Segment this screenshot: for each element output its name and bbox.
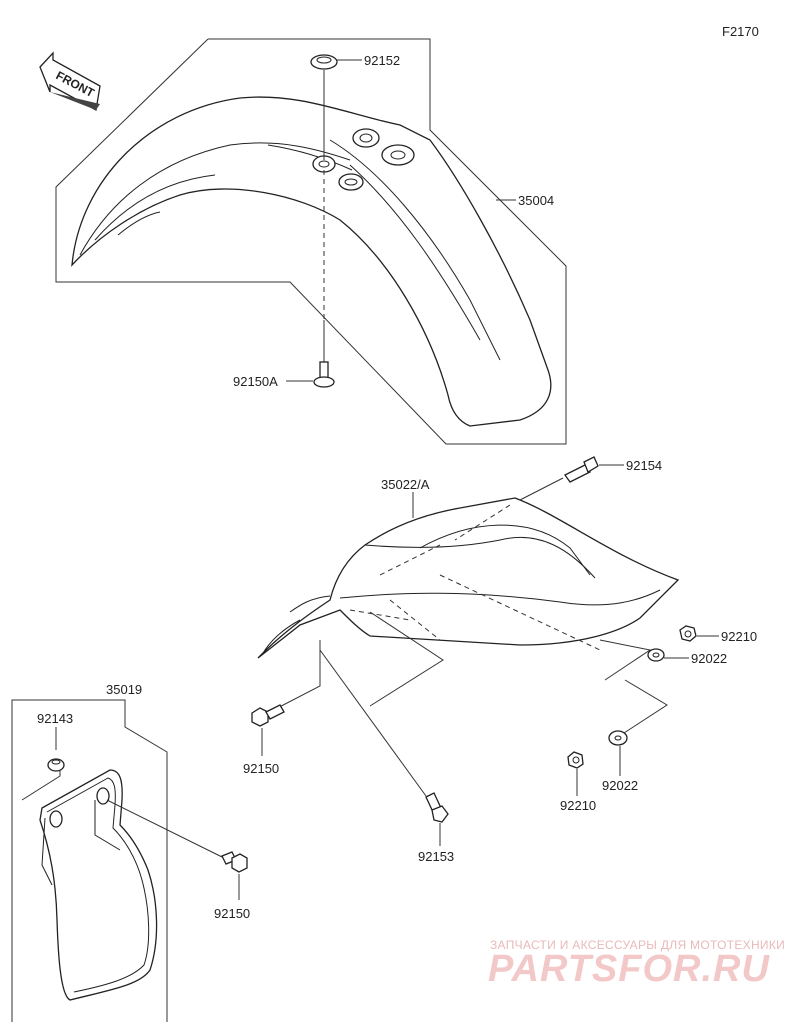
callout-35004: 35004 (518, 193, 554, 208)
callout-92150A: 92150A (233, 374, 278, 389)
callout-92022-bottom: 92022 (602, 778, 638, 793)
watermark-logo: PARTSFOR.RU (488, 948, 770, 990)
front-fender-group-outline (55, 38, 567, 445)
figure-code: F2170 (722, 24, 759, 39)
callout-92210-top: 92210 (721, 629, 757, 644)
callout-35022A: 35022/A (381, 477, 430, 492)
callout-92152: 92152 (364, 53, 400, 68)
rear-fender-group-outline (261, 640, 321, 717)
grommet-92152 (310, 54, 338, 70)
bolt-92150A (313, 361, 335, 388)
bolt-92153 (425, 792, 449, 823)
grommet-92143 (47, 758, 65, 772)
callout-35019: 35019 (106, 682, 142, 697)
nut-92210-bottom (567, 751, 584, 769)
nut-92210-top (679, 625, 697, 642)
bolt-92150-bottom (221, 851, 248, 873)
callout-92022-top: 92022 (691, 651, 727, 666)
front-arrow-icon: FRONT (39, 51, 101, 112)
callout-92210-bottom: 92210 (560, 798, 596, 813)
callout-92154: 92154 (626, 458, 662, 473)
mud-flap (39, 769, 158, 1001)
watermark-tagline: ЗАПЧАСТИ И АКСЕССУАРЫ ДЛЯ МОТОТЕХНИКИ (490, 938, 786, 952)
front-fender (71, 96, 552, 427)
callout-92143: 92143 (37, 711, 73, 726)
callout-92153: 92153 (418, 849, 454, 864)
bolt-92154 (564, 456, 599, 483)
washer-92022-top (647, 648, 665, 662)
callout-92150-mid: 92150 (243, 761, 279, 776)
callout-92150-bottom: 92150 (214, 906, 250, 921)
bolt-92150-mid (251, 704, 285, 727)
washer-92022-bottom (608, 730, 628, 746)
rear-fender (257, 497, 680, 659)
